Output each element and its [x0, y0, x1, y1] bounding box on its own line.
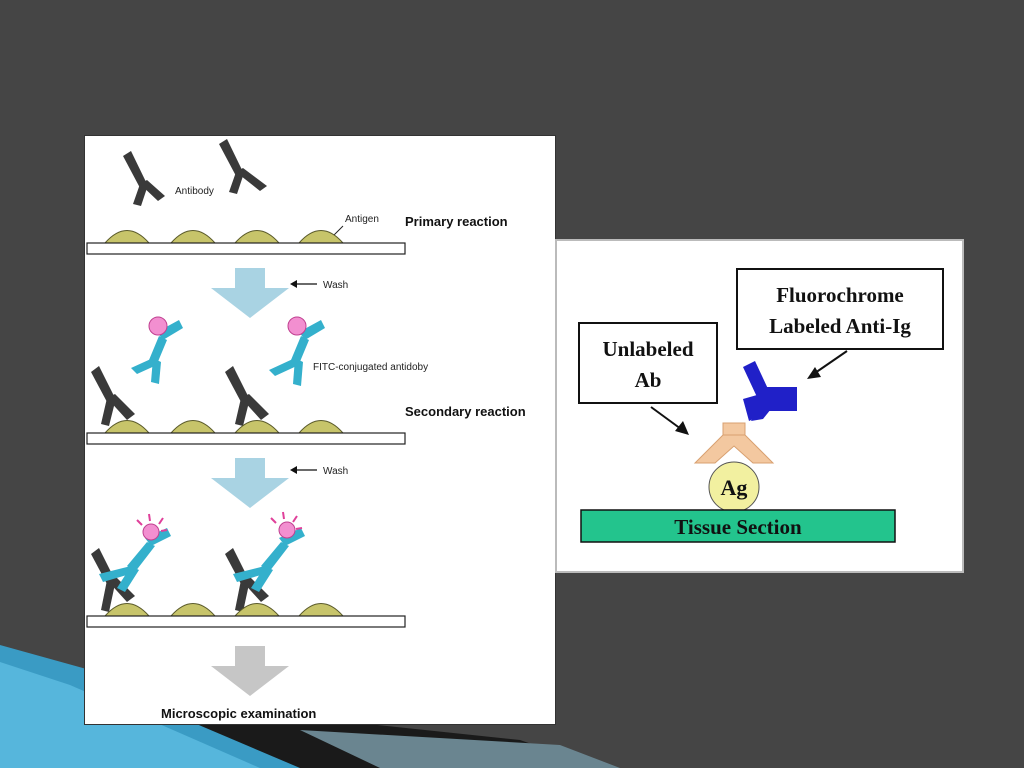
bound-complex-2 [225, 511, 305, 612]
fitc-antibody-2 [269, 316, 325, 386]
steps-diagram: Antibody Antigen Primary reaction Wash [86, 139, 526, 721]
unlabeled-line1: Unlabeled [602, 337, 693, 361]
antigen-label: Antigen [345, 214, 379, 225]
tissue-section-bar [580, 509, 896, 543]
wash-arrow-1 [211, 268, 289, 318]
examination-arrow [211, 646, 289, 696]
fluorochrome-box [736, 268, 944, 350]
indirect-immunofluorescence-steps: Antibody Antigen Primary reaction Wash [84, 135, 556, 725]
unlabeled-ab-box [578, 322, 718, 404]
primary-reaction-label: Primary reaction [405, 214, 508, 229]
unlabeled-antibody [693, 422, 775, 464]
microscopic-examination-label: Microscopic examination [161, 706, 316, 721]
fitc-label: FITC-conjugated antidoby [313, 362, 428, 373]
pointer-arrow-unlabeled [650, 406, 689, 435]
primary-antibody-1 [123, 151, 165, 206]
slide-2 [86, 432, 406, 445]
labeled-anti-ig [743, 361, 797, 421]
tissue-section-label: Tissue Section [674, 515, 802, 539]
fluorochrome-line1: Fluorochrome [776, 283, 904, 307]
bound-complex-1 [91, 513, 171, 612]
wash-label-2: Wash [323, 466, 348, 477]
indirect-staining-schematic: Fluorochrome Labeled Anti-Ig Unlabeled A… [555, 239, 964, 573]
slide-3 [86, 615, 406, 628]
slide-1 [86, 242, 406, 255]
antigen-row-3 [103, 603, 345, 617]
secondary-reaction-label: Secondary reaction [405, 404, 526, 419]
antigen-row-1 [103, 230, 345, 244]
fluorochrome-line2: Labeled Anti-Ig [769, 314, 911, 338]
wash-label-1: Wash [323, 280, 348, 291]
ag-label: Ag [721, 475, 748, 500]
schematic-diagram: Fluorochrome Labeled Anti-Ig Unlabeled A… [578, 268, 944, 543]
bound-primary-2 [225, 366, 269, 426]
primary-antibody-2 [219, 139, 267, 194]
unlabeled-line2: Ab [635, 368, 662, 392]
antigen-row-2 [103, 420, 345, 434]
antibody-label: Antibody [175, 186, 214, 197]
fitc-antibody-1 [131, 316, 183, 384]
wash-arrow-2 [211, 458, 289, 508]
pointer-arrow-fluoro [807, 350, 848, 379]
bound-primary-1 [91, 366, 135, 426]
